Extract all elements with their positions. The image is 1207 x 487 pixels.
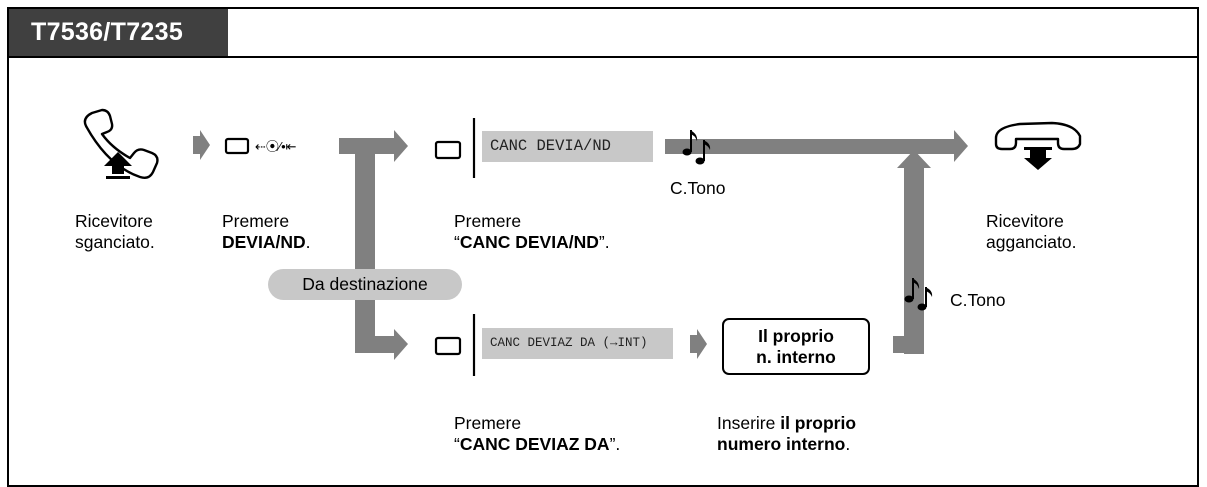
tone-notes-icon-right bbox=[904, 278, 933, 311]
down-arrow-icon bbox=[1024, 150, 1052, 170]
tone-label-top: C.Tono bbox=[670, 178, 726, 198]
onhook-label: Ricevitore agganciato. bbox=[986, 211, 1077, 252]
soft-key-icon-2 bbox=[434, 336, 462, 356]
handset-onhook-icon bbox=[994, 121, 1082, 151]
press-canc-label: Premere “CANC DEVIA/ND”. bbox=[454, 211, 610, 252]
soft-key-icon-1 bbox=[434, 140, 462, 160]
up-arrow-icon bbox=[104, 152, 132, 174]
branch-label: Da destinazione bbox=[268, 269, 462, 300]
model-tab: T7536/T7235 bbox=[9, 9, 228, 56]
model-label: T7536/T7235 bbox=[31, 18, 184, 46]
branch-arrow bbox=[339, 130, 408, 360]
press-fwd-label: Premere DEVIA/ND. bbox=[222, 211, 311, 252]
main-arrow bbox=[665, 130, 968, 162]
handset-offhook-icon bbox=[83, 108, 159, 180]
arrow-small-2 bbox=[690, 329, 707, 359]
return-arrow bbox=[893, 150, 931, 354]
display-canc-fwd: CANC DEVIA/ND bbox=[482, 131, 653, 162]
offhook-label: Ricevitore sganciato. bbox=[75, 211, 155, 252]
enter-extension-label: Inserire il proprio numero interno. bbox=[717, 413, 857, 454]
header-divider bbox=[9, 56, 1197, 58]
press-canc-da-label: Premere “CANC DEVIAZ DA”. bbox=[454, 413, 621, 454]
arrow-small-1 bbox=[193, 130, 210, 160]
fwd-key-symbol: ⇠⦿⁄•⇤ bbox=[255, 139, 297, 154]
display-canc-fwd-from: CANC DEVIAZ DA (→INT) bbox=[482, 328, 673, 359]
tone-notes-icon-top bbox=[682, 130, 711, 165]
tone-label-right: C.Tono bbox=[950, 290, 1006, 310]
own-extension-box: Il proprio n. interno bbox=[722, 318, 870, 375]
fwd-key-icon bbox=[224, 137, 250, 155]
